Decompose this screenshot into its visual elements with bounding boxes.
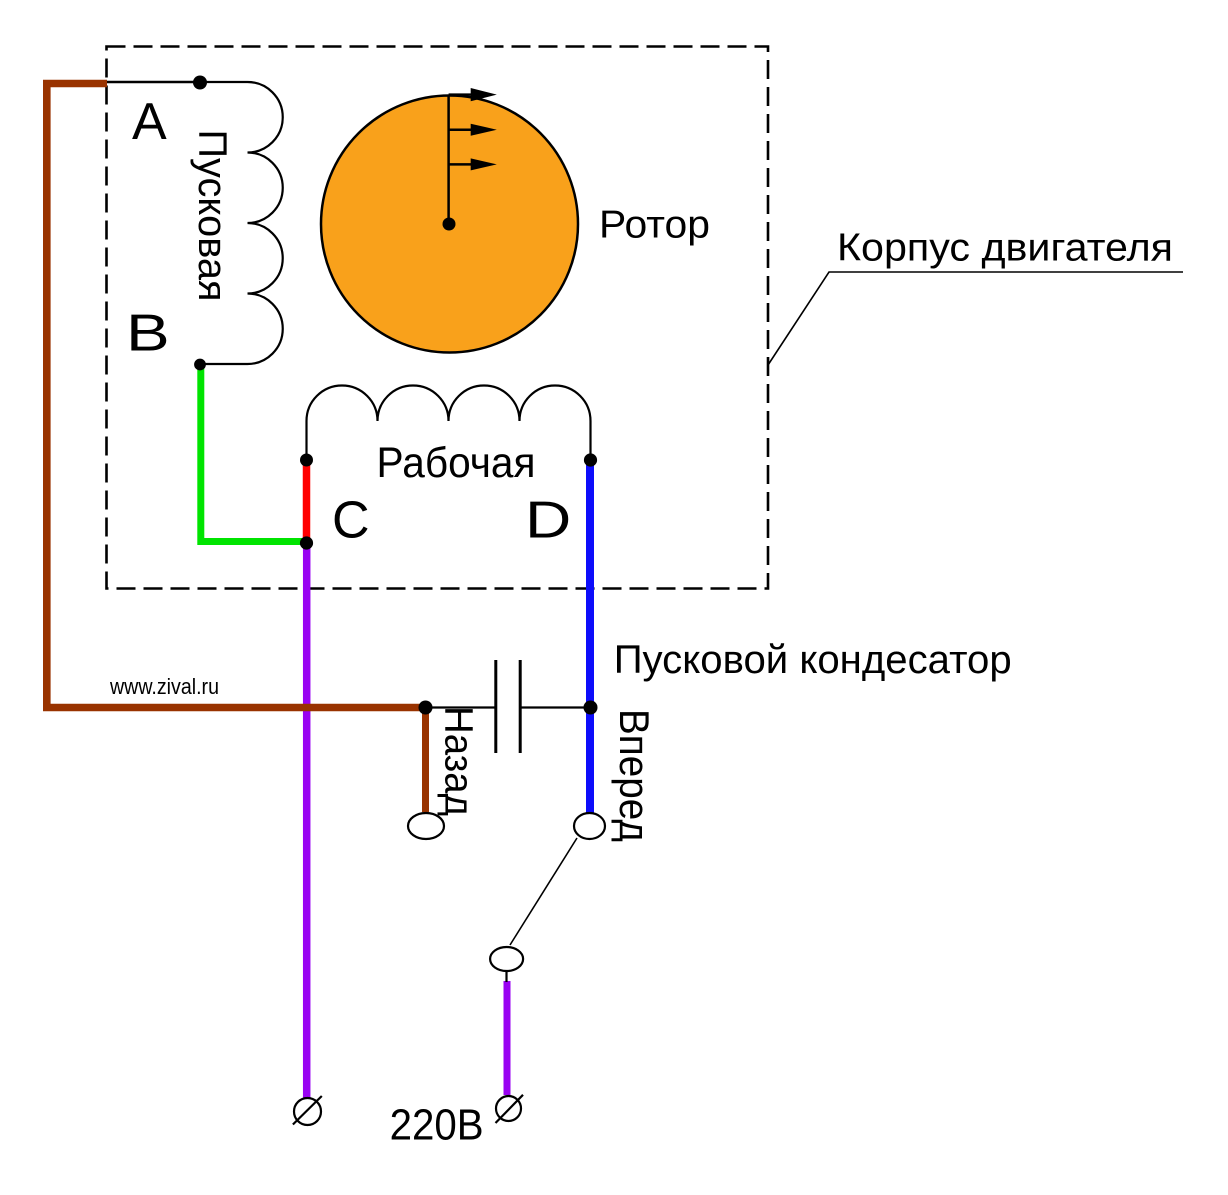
svg-text:Назад: Назад [437, 706, 481, 816]
svg-text:Ротор: Ротор [599, 204, 710, 247]
svg-text:Пусковая: Пусковая [190, 130, 234, 302]
svg-text:A: A [132, 93, 167, 151]
svg-text:Вперед: Вперед [611, 709, 658, 842]
svg-text:www.zival.ru: www.zival.ru [109, 674, 219, 699]
svg-text:Рабочая: Рабочая [377, 440, 536, 487]
svg-text:C: C [332, 492, 370, 550]
svg-text:Корпус двигателя: Корпус двигателя [837, 227, 1173, 270]
svg-text:Пусковой кондесатор: Пусковой кондесатор [614, 638, 1012, 682]
svg-text:B: B [126, 305, 170, 363]
svg-text:220В: 220В [390, 1102, 484, 1150]
svg-text:D: D [525, 492, 571, 550]
